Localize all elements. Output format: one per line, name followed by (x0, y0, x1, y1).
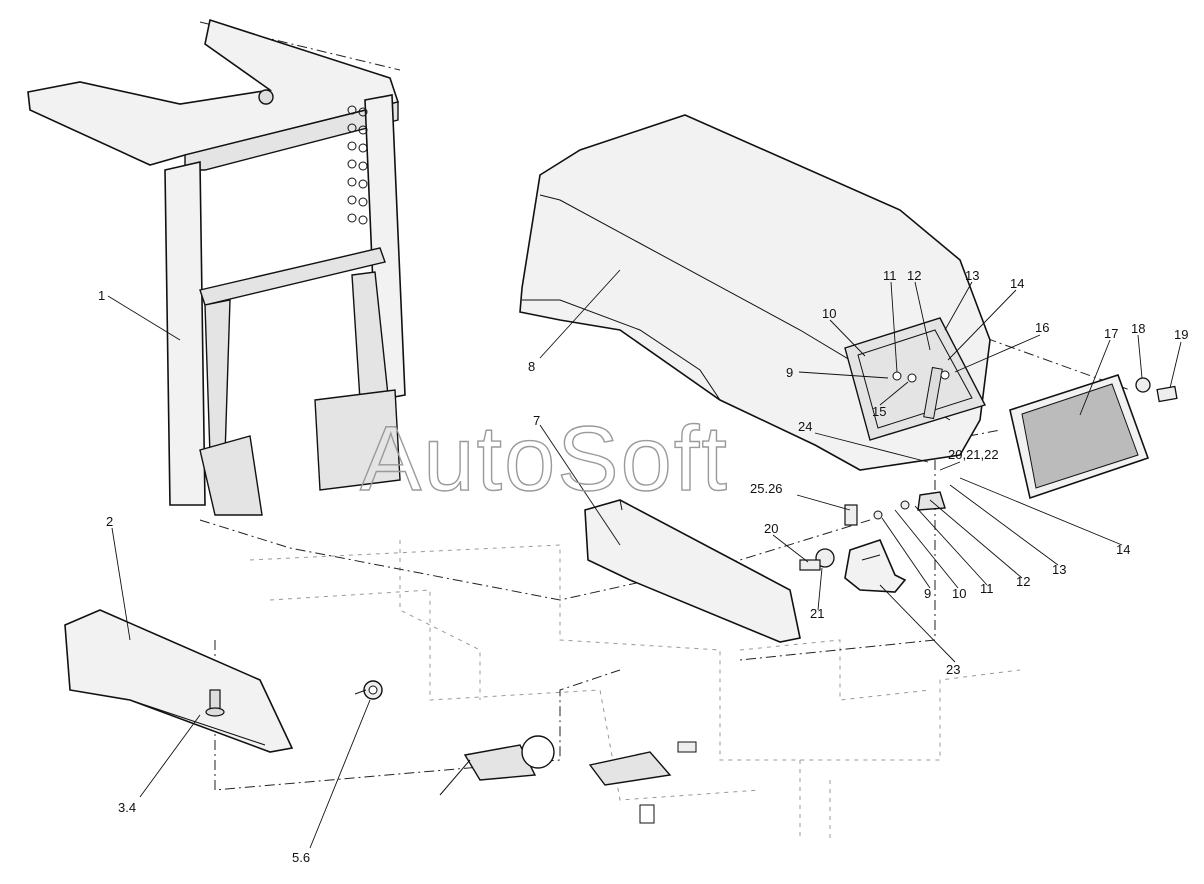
leader-lines (107, 269, 1182, 849)
callout-16: 16 (1035, 320, 1049, 335)
callout-11: 11 (883, 268, 897, 283)
callout-10-bottom: 10 (952, 586, 966, 601)
callout-12-bottom: 12 (1016, 574, 1030, 589)
callout-1: 1 (98, 288, 105, 303)
callout-18: 18 (1131, 321, 1145, 336)
callout-15: 15 (872, 404, 886, 419)
watermark-text: AutoSoft (360, 408, 729, 510)
callout-2: 2 (106, 514, 113, 529)
frame-part-1 (27, 18, 406, 516)
callout-23: 23 (946, 662, 960, 677)
callout-13-bottom: 13 (1052, 562, 1066, 577)
callout-12: 12 (907, 268, 921, 283)
callout-19: 19 (1174, 327, 1188, 342)
callout-20-bottom: 20 (764, 521, 778, 536)
callout-11-bottom: 11 (980, 581, 994, 596)
callout-9-bottom: 9 (924, 586, 931, 601)
callout-3-4: 3.4 (118, 800, 136, 815)
side-panel-part-2 (64, 609, 294, 753)
callout-14: 14 (1010, 276, 1024, 291)
callout-17: 17 (1104, 326, 1118, 341)
callout-25-26: 25.26 (750, 481, 783, 496)
callout-10: 10 (822, 306, 836, 321)
callout-21-bottom: 21 (810, 606, 824, 621)
callout-13: 13 (965, 268, 979, 283)
bolt-part-19 (1156, 385, 1178, 403)
bracket-part-23 (799, 491, 946, 593)
callout-14-bottom: 14 (1116, 542, 1130, 557)
grille-part-17 (1009, 374, 1150, 500)
washer-part-18 (1135, 377, 1151, 393)
background-frame (249, 540, 1021, 840)
callout-8: 8 (528, 359, 535, 374)
lower-panel-part-7 (584, 499, 801, 643)
callout-20-21-22: 20,21,22 (948, 447, 999, 462)
callout-5-6: 5.6 (292, 850, 310, 865)
plate-part-10 (844, 317, 987, 441)
callout-7: 7 (533, 413, 540, 428)
lever-assembly (439, 735, 697, 824)
callout-9: 9 (786, 365, 793, 380)
bolt-icon (258, 89, 274, 105)
callout-24: 24 (798, 419, 812, 434)
washer-part-5-6 (354, 680, 383, 700)
callout-labels: 1 2 3.4 5.6 7 8 9 10 11 12 13 14 15 16 1… (98, 268, 1188, 865)
